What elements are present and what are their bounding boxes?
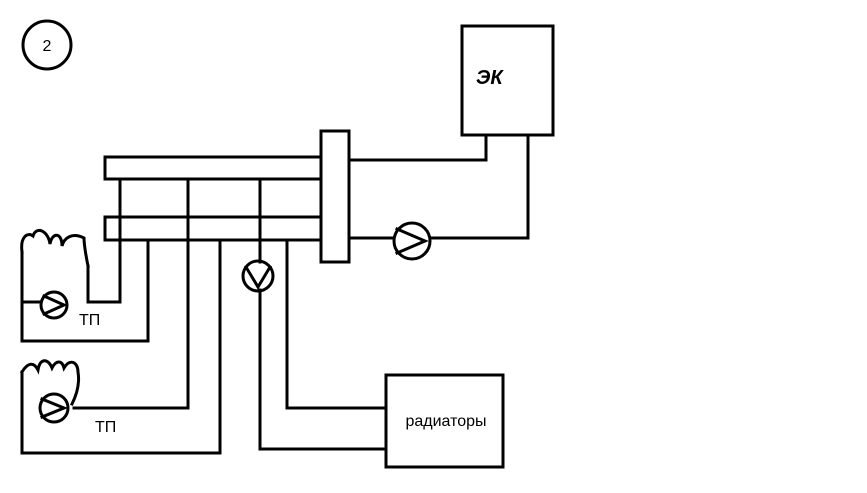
radiator-return-pipe	[285, 238, 388, 410]
floor-loop-1-coil-icon	[20, 228, 90, 268]
return-manifold	[103, 215, 323, 242]
floor-loop-2-coil-icon	[19, 359, 80, 407]
floor-loop-1-return	[20, 238, 150, 343]
floor-loop-2-pump-icon	[38, 392, 70, 424]
boiler-box	[460, 24, 555, 137]
radiators-box	[384, 373, 505, 469]
floor-loop-2-return	[20, 238, 222, 455]
floor-loop-1-supply	[86, 177, 122, 304]
diagram-number: 2	[43, 38, 52, 55]
radiator-pump-icon	[241, 259, 275, 293]
floor-loop-1-label: ТП	[79, 312, 100, 329]
hydraulic-separator	[319, 129, 351, 264]
radiators-label: радиаторы	[405, 413, 486, 430]
boiler-return-pipe-right	[430, 133, 530, 240]
supply-manifold	[103, 155, 323, 181]
diagram-number-badge	[21, 19, 73, 71]
floor-loop-2-label: ТП	[95, 419, 116, 436]
boiler-label: ЭК	[476, 67, 504, 89]
floor-loop-1-pump-icon	[39, 290, 69, 320]
radiator-supply-lower	[258, 288, 388, 451]
floor-loop-2-supply	[72, 177, 190, 410]
boiler-supply-pipe	[347, 133, 488, 162]
boiler-pump-icon	[392, 221, 432, 261]
